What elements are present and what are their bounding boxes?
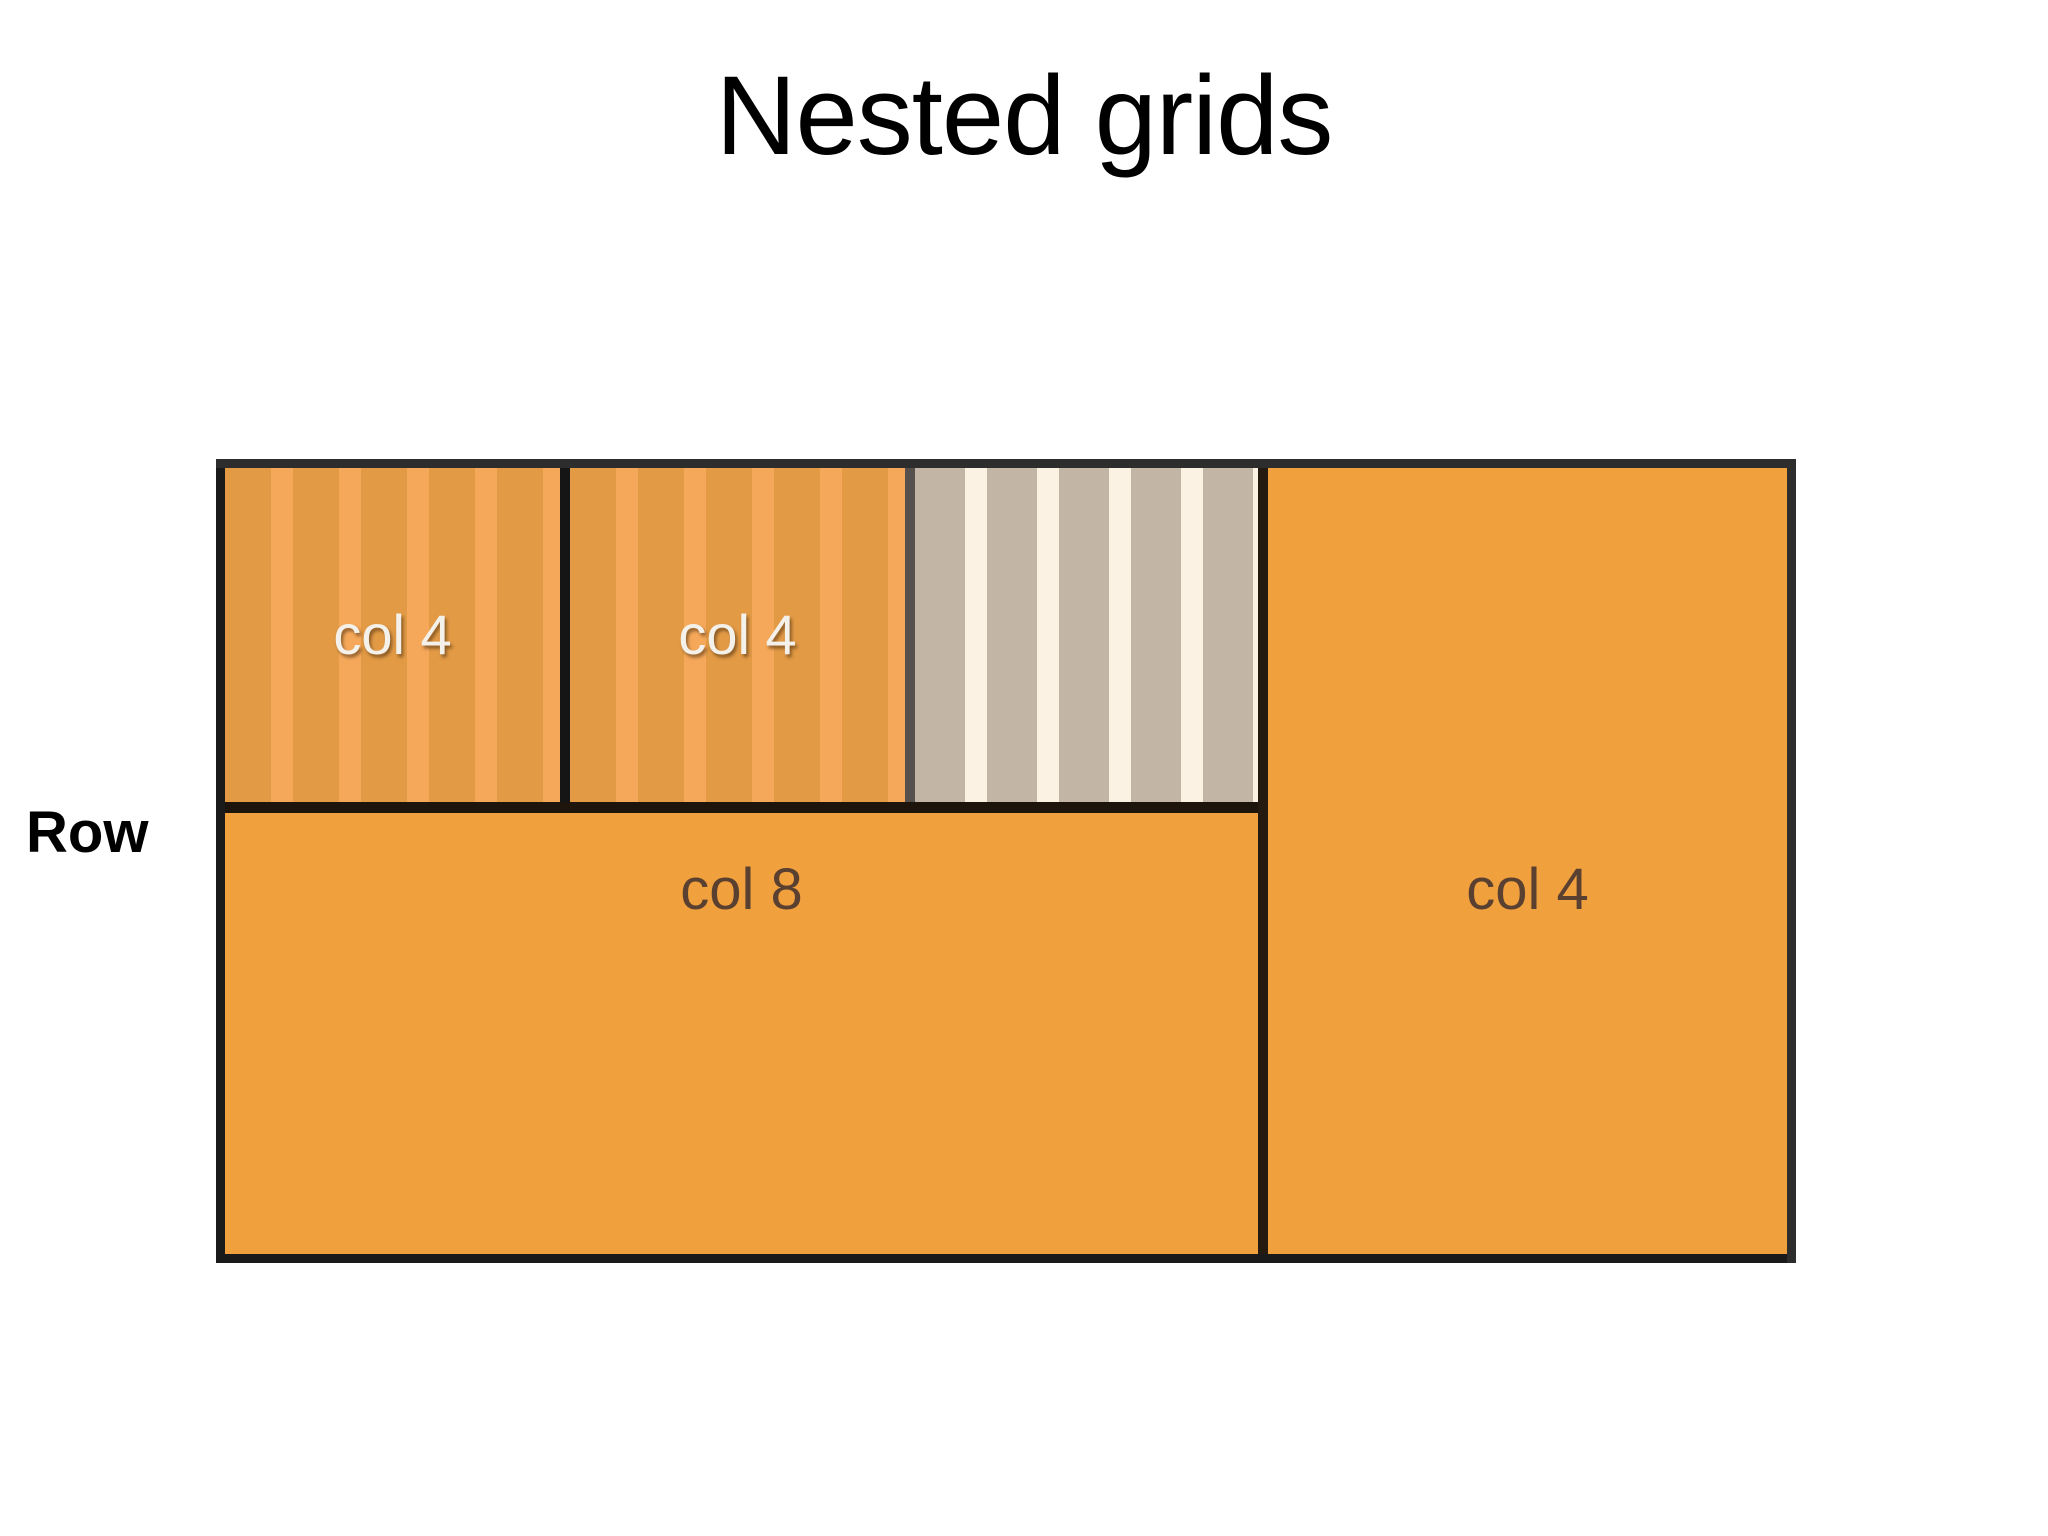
orange-stripe-pattern — [225, 468, 560, 802]
nested-cell-3[interactable] — [915, 468, 1258, 802]
gray-stripe-pattern — [915, 468, 1258, 802]
nested-cell-1-label: col 4 — [333, 603, 452, 666]
page-title: Nested grids — [715, 53, 1334, 178]
nested-cell-2[interactable]: col 4 — [570, 468, 915, 802]
col8-cell[interactable]: col 8 — [225, 813, 1258, 1254]
nested-row: col 4 col 4 — [225, 468, 1258, 813]
col8-stack: col 4 col 4 col 8 — [225, 468, 1268, 1254]
nested-cell-1[interactable]: col 4 — [225, 468, 570, 802]
right-col4-label: col 4 — [1466, 857, 1589, 922]
nested-cell-2-label: col 4 — [678, 603, 797, 666]
right-col4-cell[interactable]: col 4 — [1268, 468, 1787, 1254]
col8-label: col 8 — [680, 857, 803, 922]
row-label: Row — [26, 800, 149, 865]
orange-stripe-pattern — [570, 468, 905, 802]
outer-grid-container: col 4 col 4 col 8 col 4 — [216, 459, 1796, 1263]
